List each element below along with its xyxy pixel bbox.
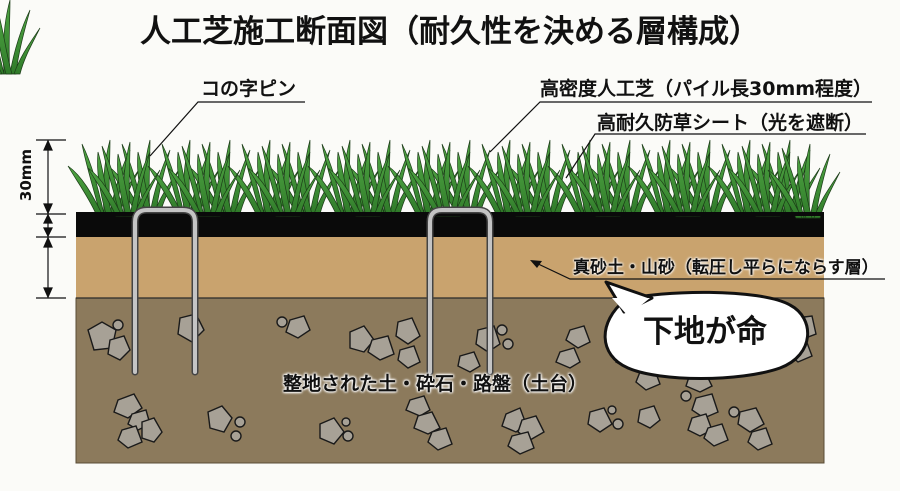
sand-label: 真砂土・山砂（転圧し平らにならす層） (573, 258, 879, 278)
dimension-label: 30mm (17, 148, 35, 202)
pin-label: コの字ピン (201, 78, 297, 100)
diagram-title: 人工芝施工断面図（耐久性を決める層構成） (140, 14, 760, 50)
u-pin-right (426, 206, 494, 376)
sand-layer (76, 237, 824, 298)
dimension-lines (36, 139, 66, 299)
artificial-turf-grass (0, 0, 841, 219)
sand-arrow-head (530, 260, 542, 268)
turf-label: 高密度人工芝（パイル長30mm程度） (540, 78, 873, 100)
base-label: 整地された土・砕石・路盤（土台） (283, 373, 588, 395)
callout-text: 下地が命 (643, 314, 767, 350)
callout-bubble (603, 280, 810, 380)
weed-sheet-layer (76, 214, 824, 237)
leader-lines (149, 101, 885, 280)
u-pin-left (131, 206, 199, 376)
sheet-label: 高耐久防草シート（光を遮断） (597, 112, 864, 134)
